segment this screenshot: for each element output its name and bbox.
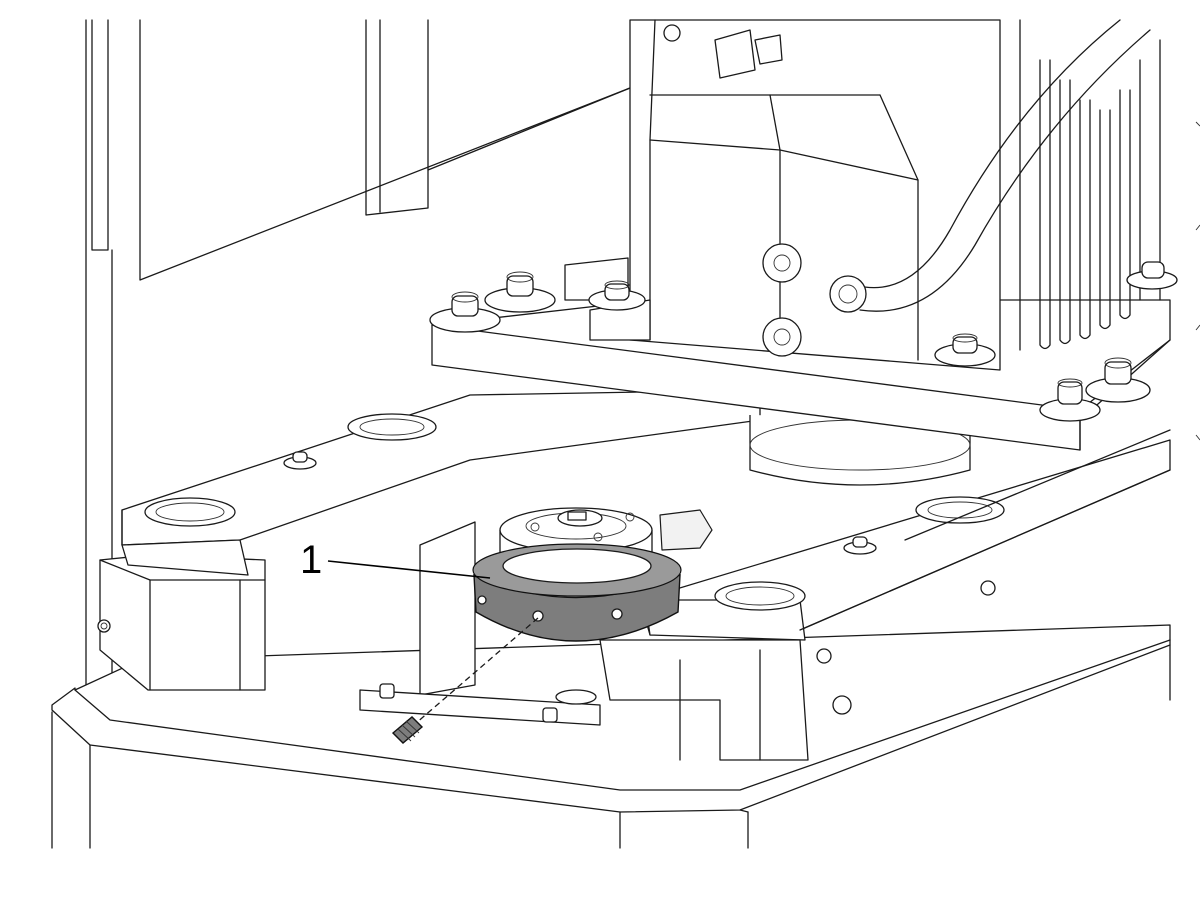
central-column [749, 415, 971, 486]
screw-1 [429, 291, 501, 333]
callout-number: 1 [300, 538, 322, 582]
bracket [359, 521, 601, 726]
callout-leader-line [327, 560, 491, 579]
edge-markers [1195, 121, 1200, 441]
screw-6 [1085, 357, 1151, 403]
screw-10 [816, 580, 996, 715]
right-pedestal [599, 639, 809, 761]
screw-7 [1126, 261, 1178, 290]
pulley-hub [499, 507, 713, 576]
cabinet-enclosure [85, 19, 631, 701]
screw-9 [843, 536, 877, 555]
screw-3 [588, 280, 646, 311]
cap-screws [283, 261, 1178, 715]
screw-4 [934, 333, 996, 367]
fittings [663, 24, 783, 79]
screw-2 [484, 271, 556, 313]
screw-5 [1039, 378, 1101, 422]
cooling-fins [1019, 19, 1161, 351]
callout-1: 1 [300, 538, 491, 582]
screw-8 [283, 451, 317, 470]
base-housing [51, 624, 1171, 849]
motor-housing [564, 19, 1001, 371]
hose [829, 19, 1151, 313]
set-screw [391, 617, 539, 744]
highlighted-collar-ring [472, 543, 682, 642]
left-pedestal [97, 554, 266, 691]
rail-beams [121, 389, 1171, 641]
